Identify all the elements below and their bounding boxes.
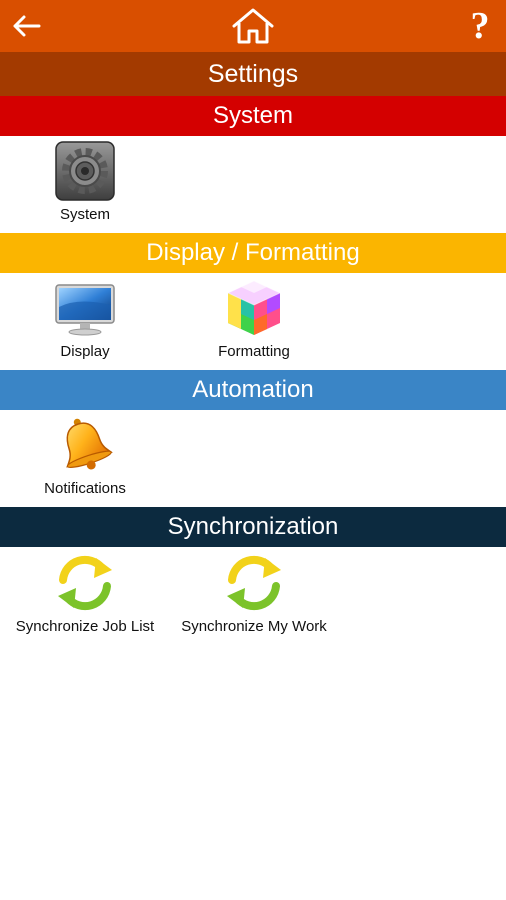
section-header-automation: Automation bbox=[0, 370, 506, 410]
tile-formatting[interactable]: Formatting bbox=[169, 273, 339, 365]
tile-label: Synchronize Job List bbox=[15, 618, 155, 635]
page-title-bar: Settings bbox=[0, 52, 506, 96]
tile-display[interactable]: Display bbox=[0, 273, 170, 365]
color-cube-icon bbox=[227, 280, 281, 335]
section-title: Automation bbox=[192, 376, 314, 403]
top-action-bar: ? bbox=[0, 0, 506, 52]
home-button[interactable] bbox=[223, 0, 283, 52]
page-title: Settings bbox=[207, 59, 299, 88]
gear-icon bbox=[55, 141, 115, 201]
tile-synchronize-my-work[interactable]: Synchronize My Work bbox=[169, 548, 339, 640]
section-header-system: System bbox=[0, 96, 506, 136]
section-title: Display / Formatting bbox=[146, 239, 360, 266]
home-icon bbox=[232, 8, 274, 44]
tile-label: Display bbox=[60, 343, 110, 360]
monitor-icon bbox=[55, 284, 115, 336]
tile-label: Formatting bbox=[218, 343, 290, 360]
tile-system[interactable]: System bbox=[0, 136, 170, 228]
arrow-left-icon bbox=[13, 15, 41, 37]
tile-synchronize-job-list[interactable]: Synchronize Job List bbox=[0, 548, 170, 640]
tile-notifications[interactable]: Notifications bbox=[0, 410, 170, 502]
section-header-display-formatting: Display / Formatting bbox=[0, 233, 506, 273]
bell-icon bbox=[66, 418, 113, 470]
section-title: System bbox=[212, 102, 293, 129]
sync-icon bbox=[58, 555, 112, 611]
tile-label: System bbox=[59, 206, 110, 223]
sync-icon bbox=[227, 555, 281, 611]
help-icon: ? bbox=[470, 5, 490, 47]
help-button[interactable]: ? bbox=[454, 0, 506, 52]
back-button[interactable] bbox=[0, 0, 52, 52]
section-header-synchronization: Synchronization bbox=[0, 507, 506, 547]
tile-label: Synchronize My Work bbox=[181, 618, 327, 635]
tile-label: Notifications bbox=[44, 480, 126, 497]
section-title: Synchronization bbox=[167, 513, 339, 540]
